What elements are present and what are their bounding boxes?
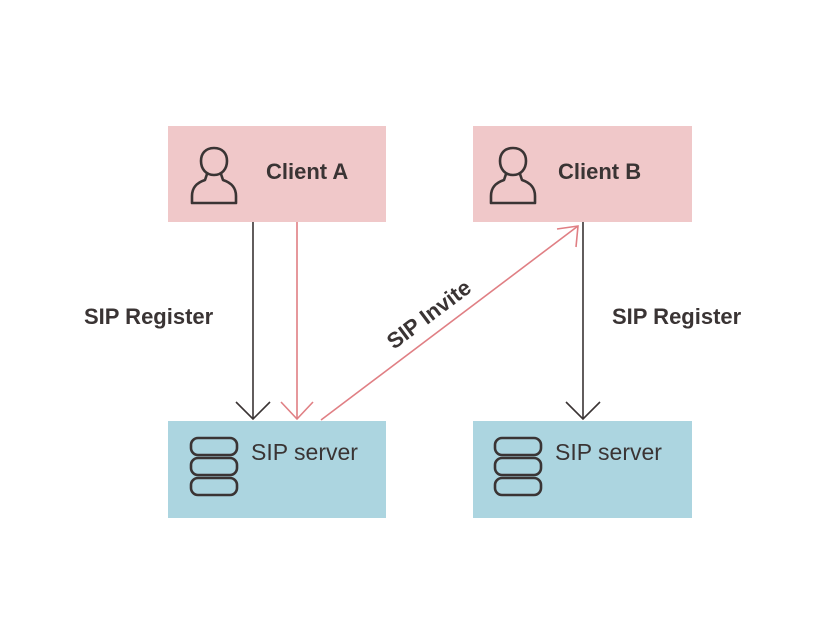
user-icon — [489, 146, 537, 205]
server-b-box — [473, 421, 692, 518]
invite-down-arrow — [280, 222, 314, 421]
client-b-label: Client B — [558, 159, 641, 184]
user-icon — [190, 146, 238, 205]
server-a-node: SIP server — [168, 421, 386, 518]
database-icon — [189, 436, 239, 497]
server-a-box — [168, 421, 386, 518]
register-left-label: SIP Register — [84, 304, 214, 329]
server-a-label: SIP server — [251, 439, 358, 465]
client-a-box — [168, 126, 386, 222]
server-b-label: SIP server — [555, 439, 662, 465]
register-right-arrow — [565, 222, 601, 421]
invite-diagonal-arrow — [320, 225, 579, 421]
register-left-arrow — [235, 222, 271, 421]
server-b-node: SIP server — [473, 421, 692, 518]
database-icon — [493, 436, 543, 497]
client-a-label: Client A — [266, 159, 348, 184]
client-a-node: Client A — [168, 126, 386, 222]
client-b-node: Client B — [473, 126, 692, 222]
register-right-label: SIP Register — [612, 304, 742, 329]
